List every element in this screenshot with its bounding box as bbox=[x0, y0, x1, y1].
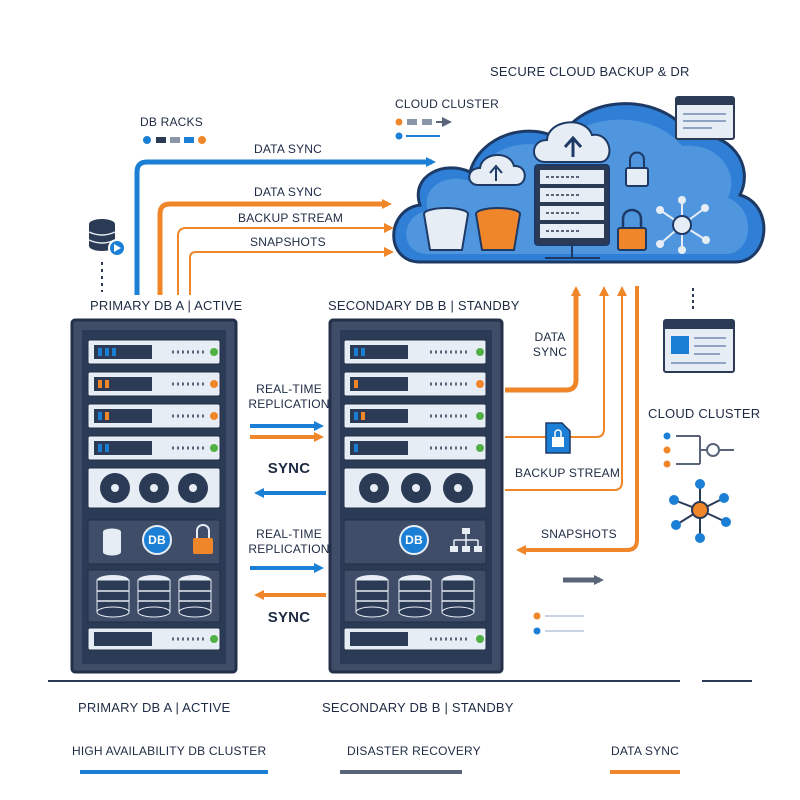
replication-label-1b: REPLICATION bbox=[248, 397, 330, 411]
secondary-db-unit bbox=[343, 519, 487, 565]
flow-label-data-sync-2: DATA SYNC bbox=[254, 185, 323, 199]
flow-orange-snapshots-return bbox=[516, 286, 639, 555]
flow-label-data-right-1: DATA bbox=[534, 330, 566, 344]
primary-rack bbox=[70, 318, 238, 674]
secondary-fan-unit bbox=[343, 467, 487, 509]
sync-label-2: SYNC bbox=[267, 609, 311, 626]
secondary-title-top: SECONDARY DB B | STANDBY bbox=[328, 298, 520, 313]
network-tree-icon bbox=[450, 528, 482, 552]
storage-bucket-orange-icon bbox=[475, 207, 521, 251]
flow-blue-data-sync bbox=[134, 157, 436, 295]
replication-label-1a: REAL-TIME bbox=[256, 382, 322, 396]
cloud-cluster-dots bbox=[395, 117, 452, 140]
secondary-title-bottom: SECONDARY DB B | STANDBY bbox=[322, 700, 514, 715]
browser-window-top-right-icon bbox=[675, 96, 735, 140]
db-racks-label: DB RACKS bbox=[140, 115, 203, 129]
replication-label-2a: REAL-TIME bbox=[256, 527, 322, 541]
flow-orange-backup-right-1 bbox=[505, 286, 609, 438]
secondary-db-badge-text: DB bbox=[405, 533, 423, 547]
legend-item-disaster-recovery: DISASTER RECOVERY bbox=[347, 744, 481, 758]
storage-bucket-white-icon bbox=[423, 207, 469, 251]
flow-orange-backup-right-2 bbox=[505, 286, 627, 491]
secondary-disk-unit bbox=[343, 569, 487, 623]
flow-orange-data-sync bbox=[157, 199, 392, 295]
flow-label-data-sync-1: DATA SYNC bbox=[254, 142, 323, 156]
primary-server-unit bbox=[87, 371, 221, 397]
secondary-server-unit bbox=[343, 435, 487, 461]
cloud-lock-small-icon bbox=[625, 151, 649, 187]
cloud-lock-orange-icon bbox=[617, 208, 647, 251]
secondary-server-unit bbox=[343, 627, 487, 651]
flow-orange-snapshots bbox=[189, 247, 394, 295]
secondary-db-badge bbox=[399, 525, 429, 555]
primary-disk-unit bbox=[87, 569, 221, 623]
legend-snippet-icon bbox=[533, 612, 584, 635]
network-nodes-icon bbox=[669, 479, 731, 543]
flow-orange-backup-stream bbox=[177, 223, 394, 295]
primary-title-top: PRIMARY DB A | ACTIVE bbox=[90, 298, 243, 313]
browser-window-right-icon bbox=[663, 319, 735, 373]
primary-lock-icon bbox=[193, 538, 213, 554]
file-lock-icon bbox=[545, 422, 571, 454]
primary-db-unit bbox=[87, 519, 221, 565]
upload-cloud-icon bbox=[533, 121, 611, 163]
flow-label-snapshots-2: SNAPSHOTS bbox=[541, 527, 617, 541]
legend-item-ha-cluster: HIGH AVAILABILITY DB CLUSTER bbox=[72, 744, 267, 758]
primary-db-badge-text: DB bbox=[148, 533, 166, 547]
cluster-connector-icon bbox=[663, 432, 734, 468]
secondary-server-unit bbox=[343, 339, 487, 365]
replication-label-2b: REPLICATION bbox=[248, 542, 330, 556]
small-cloud-icon bbox=[468, 154, 526, 186]
sync-label-1: SYNC bbox=[267, 460, 311, 477]
legend-item-data-sync: DATA SYNC bbox=[611, 744, 680, 758]
flow-label-data-right-2: SYNC bbox=[532, 345, 568, 359]
database-sync-icon bbox=[88, 219, 126, 257]
secondary-server-unit bbox=[343, 403, 487, 429]
primary-title-bottom: PRIMARY DB A | ACTIVE bbox=[78, 700, 231, 715]
secondary-rack bbox=[328, 318, 504, 674]
primary-server-unit bbox=[87, 403, 221, 429]
flow-label-backup-stream-2: BACKUP STREAM bbox=[515, 466, 621, 480]
secondary-server-unit bbox=[343, 371, 487, 397]
primary-server-unit bbox=[87, 339, 221, 365]
cloud-title: SECURE CLOUD BACKUP & DR bbox=[490, 64, 690, 79]
flow-label-snapshots-1: SNAPSHOTS bbox=[250, 235, 326, 249]
primary-db-badge bbox=[142, 525, 172, 555]
cloud-cluster-label-top: CLOUD CLUSTER bbox=[395, 97, 499, 111]
db-racks-dots bbox=[143, 136, 206, 144]
flow-orange-data-sync-right bbox=[505, 286, 581, 393]
cloud-server-stack-icon bbox=[534, 164, 610, 259]
primary-server-unit bbox=[87, 435, 221, 461]
cloud-network-hub-icon bbox=[656, 196, 710, 254]
primary-fan-unit bbox=[87, 467, 221, 509]
flow-label-backup-stream-1: BACKUP STREAM bbox=[238, 211, 344, 225]
primary-server-unit bbox=[87, 627, 221, 651]
cloud-cluster-label-right: CLOUD CLUSTER bbox=[648, 406, 761, 421]
